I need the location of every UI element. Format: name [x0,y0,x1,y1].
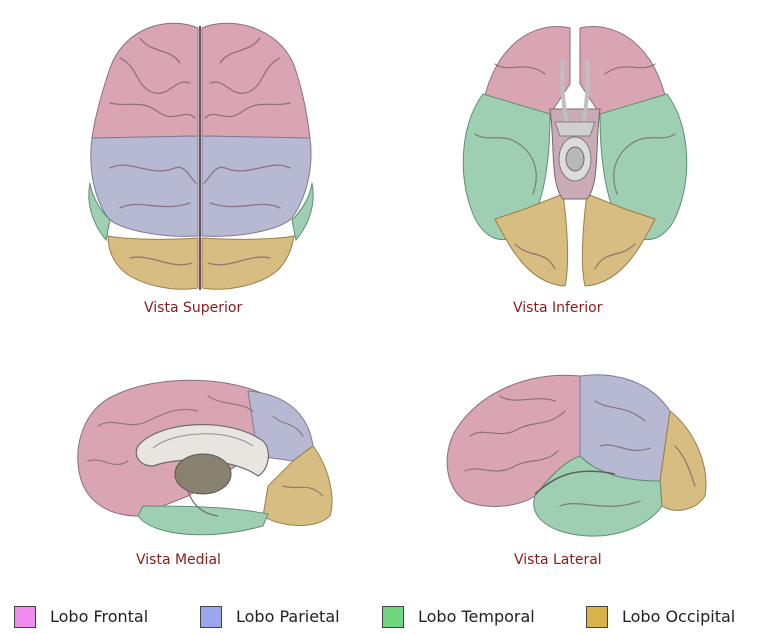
view-superior: Vista Superior [80,8,320,298]
brain-inferior-illustration [455,14,695,304]
legend-swatch-parietal [200,606,222,628]
legend-label-frontal: Lobo Frontal [50,607,148,626]
view-medial: Vista Medial [68,366,348,576]
legend-label-occipital: Lobo Occipital [622,607,735,626]
caption-vista-medial: Vista Medial [136,552,221,568]
legend-swatch-frontal [14,606,36,628]
view-lateral: Vista Lateral [440,366,720,576]
legend-swatch-temporal [382,606,404,628]
frontal-lobe-region [483,27,667,114]
caption-vista-inferior: Vista Inferior [513,300,602,316]
parietal-lobe-region [580,375,670,481]
caption-vista-superior: Vista Superior [144,300,242,316]
brain-medial-illustration [68,366,348,556]
view-inferior: Vista Inferior [455,14,695,304]
caption-vista-lateral: Vista Lateral [514,552,602,568]
lobe-legend: Lobo Frontal Lobo Parietal Lobo Temporal… [0,596,766,634]
brain-superior-illustration [80,8,320,298]
brain-lateral-illustration [440,366,720,556]
legend-label-parietal: Lobo Parietal [236,607,340,626]
legend-swatch-occipital [586,606,608,628]
legend-label-temporal: Lobo Temporal [418,607,535,626]
